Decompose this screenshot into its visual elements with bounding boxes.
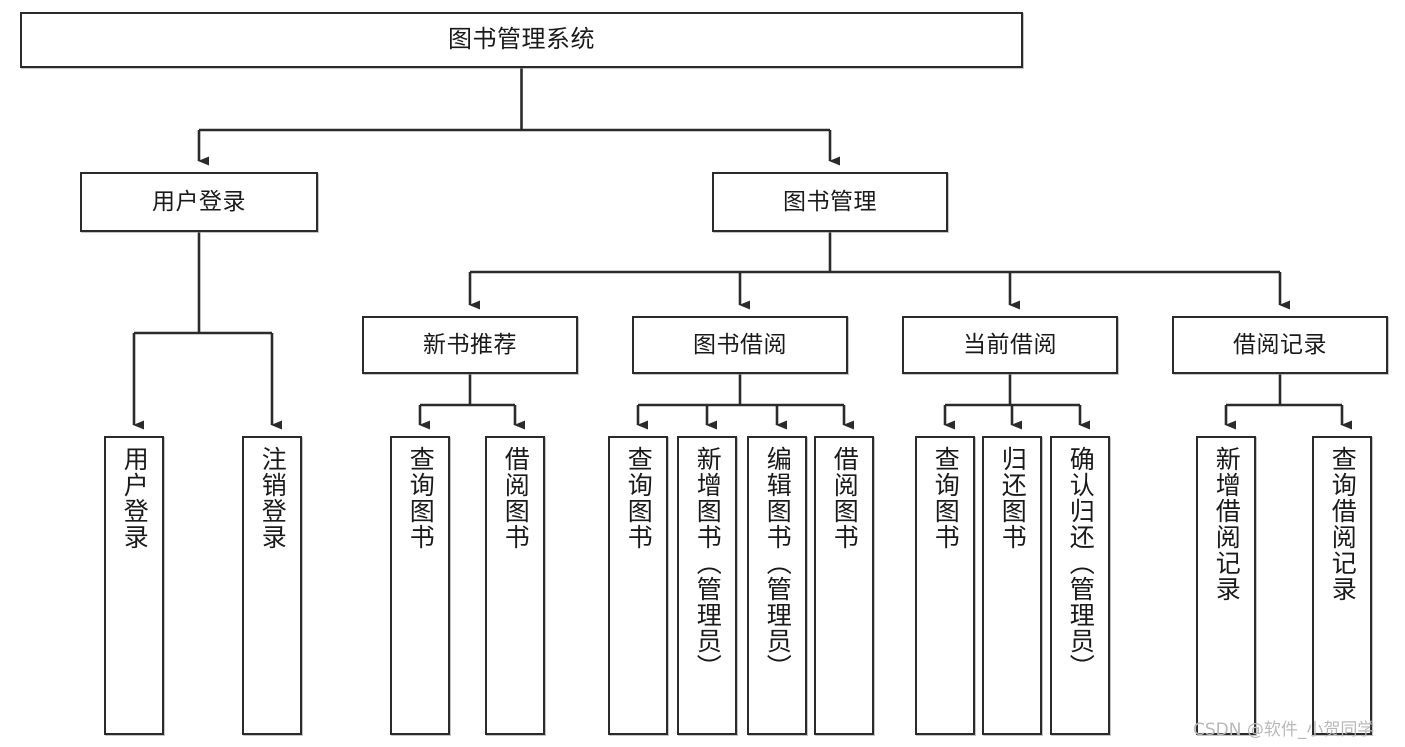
edge-currentborrow-to-leaves bbox=[943, 374, 1090, 430]
leaf-logout[interactable]: 注销登录 bbox=[242, 436, 302, 735]
node-label: 归还图书 bbox=[998, 446, 1028, 550]
node-label: 图书借阅 bbox=[693, 331, 787, 358]
leaf-query-book-1[interactable]: 查询图书 bbox=[390, 436, 450, 735]
edge-bookmanage-to-level3 bbox=[468, 232, 1290, 310]
leaf-user-login[interactable]: 用户登录 bbox=[104, 436, 164, 735]
node-label: 图书管理系统 bbox=[448, 25, 595, 54]
edge-root-to-level2 bbox=[197, 68, 840, 166]
leaf-query-book-3[interactable]: 查询图书 bbox=[915, 436, 975, 735]
leaf-edit-book[interactable]: 编辑图书（管理员） bbox=[747, 436, 807, 735]
leaf-add-borrow-record[interactable]: 新增借阅记录 bbox=[1196, 436, 1256, 735]
node-current-borrow[interactable]: 当前借阅 bbox=[902, 316, 1118, 374]
node-label: 查询图书 bbox=[624, 446, 654, 550]
node-label: 查询图书 bbox=[931, 446, 961, 550]
node-label: 确认归还（管理员） bbox=[1066, 446, 1096, 680]
node-label: 编辑图书（管理员） bbox=[763, 446, 793, 680]
node-label: 借阅记录 bbox=[1233, 331, 1327, 358]
leaf-borrow-book-2[interactable]: 借阅图书 bbox=[814, 436, 874, 735]
node-root-system[interactable]: 图书管理系统 bbox=[20, 12, 1023, 68]
leaf-query-book-2[interactable]: 查询图书 bbox=[608, 436, 668, 735]
leaf-add-book[interactable]: 新增图书（管理员） bbox=[677, 436, 737, 735]
csdn-watermark: CSDN @软件_小贺同学 bbox=[1193, 720, 1375, 740]
node-label: 注销登录 bbox=[258, 446, 288, 550]
node-label: 图书管理 bbox=[783, 188, 877, 215]
edge-borrowrecord-to-leaves bbox=[1224, 374, 1352, 430]
node-label: 新增图书（管理员） bbox=[693, 446, 723, 680]
leaf-confirm-return[interactable]: 确认归还（管理员） bbox=[1050, 436, 1110, 735]
edge-bookborrow-to-leaves bbox=[636, 374, 854, 430]
node-label: 查询图书 bbox=[406, 446, 436, 550]
node-label: 查询借阅记录 bbox=[1328, 446, 1358, 602]
node-label: 借阅图书 bbox=[501, 446, 531, 550]
node-label: 新书推荐 bbox=[423, 331, 517, 358]
node-label: 当前借阅 bbox=[963, 331, 1057, 358]
node-borrow-record[interactable]: 借阅记录 bbox=[1172, 316, 1388, 374]
node-label: 用户登录 bbox=[152, 188, 246, 215]
node-book-borrow[interactable]: 图书借阅 bbox=[632, 316, 848, 374]
node-new-book-recommendation[interactable]: 新书推荐 bbox=[362, 316, 578, 374]
node-label: 新增借阅记录 bbox=[1212, 446, 1242, 602]
node-user-login[interactable]: 用户登录 bbox=[80, 172, 318, 232]
leaf-return-book[interactable]: 归还图书 bbox=[982, 436, 1042, 735]
leaf-borrow-book-1[interactable]: 借阅图书 bbox=[485, 436, 545, 735]
node-book-management[interactable]: 图书管理 bbox=[712, 172, 948, 232]
edge-newbook-to-leaves bbox=[418, 374, 525, 430]
leaf-query-borrow-record[interactable]: 查询借阅记录 bbox=[1312, 436, 1372, 735]
edge-userlogin-to-leaves bbox=[132, 232, 282, 430]
node-label: 用户登录 bbox=[120, 446, 150, 550]
node-label: 借阅图书 bbox=[830, 446, 860, 550]
